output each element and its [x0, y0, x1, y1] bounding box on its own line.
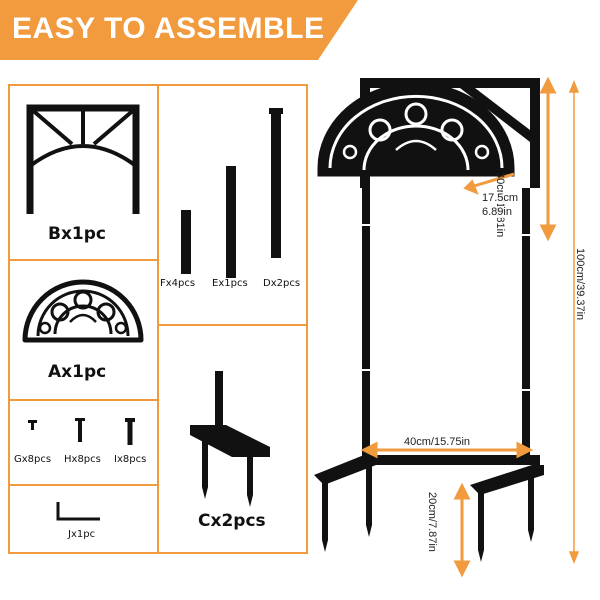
part-g-label: Gx8pcs: [14, 454, 52, 465]
part-d-pole-image: [269, 108, 283, 258]
part-a-label: Ax1pc: [48, 362, 107, 382]
part-j-panel: Jx1pc: [10, 487, 156, 552]
part-i-bolt-icon: [125, 418, 135, 445]
part-f-label: Fx4pcs: [160, 278, 196, 289]
part-e-label: Ex1pcs: [212, 278, 248, 289]
part-a-arch-image: [22, 279, 144, 343]
part-c-panel: Cx2pcs: [160, 327, 306, 552]
banner-background: [0, 0, 358, 60]
part-h-bolt-icon: [75, 418, 85, 442]
part-j-wrench-icon: [56, 502, 100, 521]
part-c-label: Cx2pcs: [198, 511, 266, 531]
part-d-label: Dx2pcs: [263, 278, 301, 289]
part-f-pole-image: [181, 210, 191, 274]
banner-title: EASY TO ASSEMBLE: [12, 12, 325, 45]
assembled-hose-holder-image: [314, 76, 580, 578]
part-b-panel: Bx1pc: [10, 86, 156, 258]
part-i-label: Ix8pcs: [114, 454, 147, 465]
part-j-label: Jx1pc: [68, 529, 96, 540]
hardware-panel: Gx8pcs Hx8pcs Ix8pcs: [10, 402, 156, 483]
dim-width-label: 40cm/15.75in: [404, 436, 471, 448]
part-b-top-frame-image: [26, 104, 140, 214]
dim-top-height-label: 30cm/11.81in: [494, 172, 506, 238]
part-c-base-image: [190, 371, 270, 507]
dim-depth-in-label: 6.89in: [480, 206, 514, 218]
dim-depth-cm-label: 17.5cm: [480, 192, 521, 204]
part-g-screw-icon: [28, 420, 37, 430]
part-a-panel: Ax1pc: [10, 262, 156, 398]
part-h-label: Hx8pcs: [64, 454, 101, 465]
poles-panel: Fx4pcs Ex1pcs Dx2pcs: [160, 86, 306, 323]
part-e-pole-image: [226, 166, 236, 278]
dim-stake-height-label: 20cm/7.87in: [426, 492, 438, 552]
part-b-label: Bx1pc: [48, 224, 106, 244]
dim-total-height-label: 100cm/39.37in: [574, 248, 586, 321]
